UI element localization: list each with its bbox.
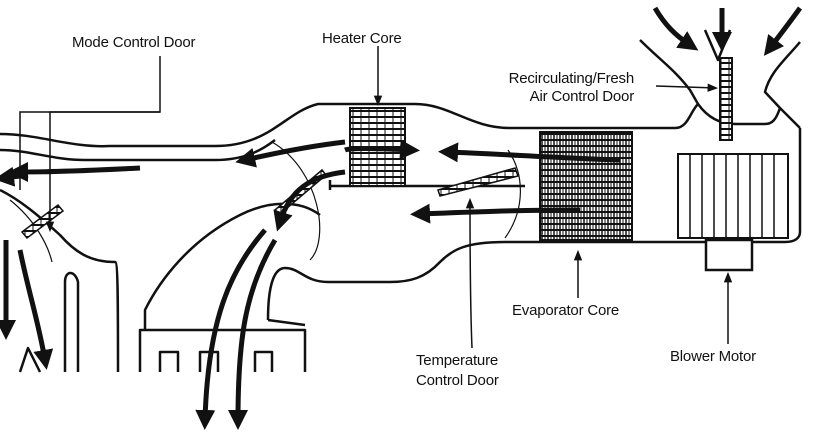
airflow-evap-upper: [438, 142, 621, 163]
floor-duct-left: [143, 202, 321, 330]
evaporator-core: [539, 131, 633, 241]
airflow-defrost-right: [17, 249, 54, 370]
label-recirc-line2: Air Control Door: [529, 88, 635, 105]
leader-mode-control-door-2: [45, 111, 160, 233]
airflow-floor-left: [195, 228, 267, 430]
left-outlet-tip: [18, 346, 42, 373]
label-temp-line1: Temperature: [416, 352, 499, 369]
airflow-inlet-left: [652, 6, 699, 51]
label-temp-line2: Control Door: [416, 372, 499, 389]
left-outlet-wall: [0, 188, 120, 373]
inlet-flap-right: [763, 41, 801, 109]
airflow-upper-duct: [8, 161, 141, 182]
airflow-evap-lower: [410, 203, 581, 224]
blower-wheel: [677, 153, 789, 239]
airflow-inlet-right: [763, 6, 803, 56]
temp-door-swing-arc: [504, 149, 521, 239]
inlet-flap-left: [639, 39, 700, 105]
defrost-door-blade: [20, 203, 65, 240]
airflow-defrost-top: [0, 166, 29, 187]
leader-recirc-door: [655, 83, 719, 92]
left-outlet-inner: [63, 271, 80, 372]
temperature-control-door: [437, 167, 519, 197]
label-heater-core: Heater Core: [322, 30, 402, 47]
housing-upper-channel: [0, 139, 276, 162]
airflow-heater-out: [235, 139, 346, 168]
label-blower-motor: Blower Motor: [670, 348, 756, 365]
housing-bottom-wall: [266, 240, 540, 321]
defrost-door-swing-arc: [9, 199, 53, 263]
blower-motor-body: [704, 238, 754, 272]
airflow-to-floor: [273, 169, 346, 232]
leader-lines: [19, 46, 733, 349]
label-recirc-line1: Recirculating/Fresh: [508, 70, 635, 87]
airflow-floor-right: [228, 238, 278, 430]
housing-top-wall: [0, 102, 801, 148]
airflow-heater-in: [344, 139, 420, 160]
floor-duct-right: [267, 318, 306, 327]
floor-duct-base: [138, 328, 307, 372]
inlet-center-v: [703, 29, 732, 62]
floor-duct-tabs: [158, 350, 274, 372]
label-mode-control-door: Mode Control Door: [72, 34, 196, 51]
blower-case: [540, 128, 802, 244]
leader-temp-control-door: [465, 197, 475, 349]
label-evaporator-core: Evaporator Core: [512, 302, 620, 319]
recirc-fresh-air-door: [719, 57, 733, 141]
airflow-arrows: [0, 6, 803, 430]
housing-outline: [0, 29, 802, 373]
